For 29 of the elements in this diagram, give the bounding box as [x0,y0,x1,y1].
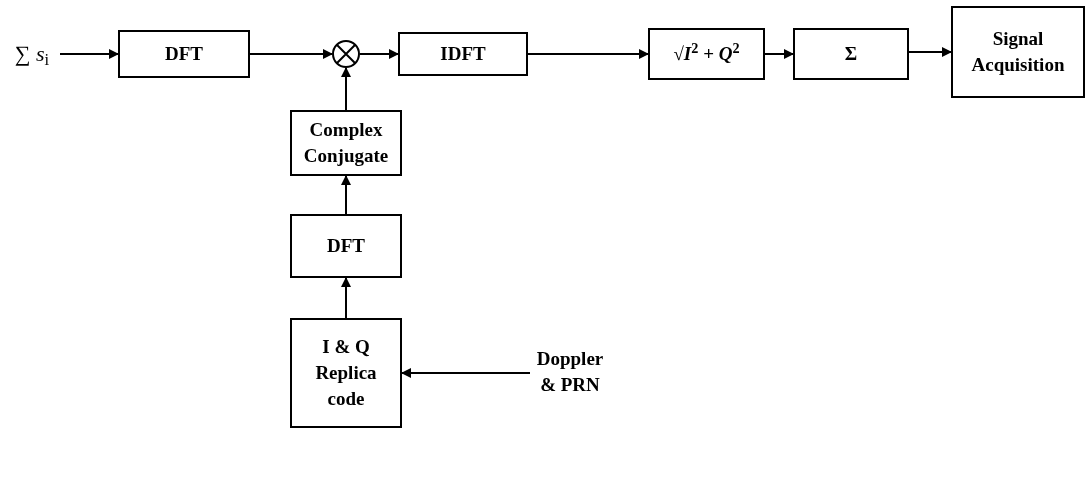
process-box [290,110,402,176]
arrow [908,47,952,57]
node-text: IDFT [440,41,486,66]
node-text: DFT [327,233,365,258]
arrow [341,67,351,111]
process-box [290,318,402,428]
arrow [341,175,351,215]
process-box [951,6,1085,98]
node-text: I & Q Replica code [314,334,378,412]
arrow [527,49,649,59]
node-text: Signal Acquisition [970,26,1066,77]
arrow [401,368,531,378]
arrow [59,49,119,59]
arrow [249,49,333,59]
arrow [764,49,794,59]
process-box [118,30,250,78]
process-box [290,214,402,278]
node-text: DFT [165,41,203,66]
multiplier-circle [332,40,360,68]
arrow [341,277,351,319]
node-text: Complex Conjugate [302,117,390,168]
process-box [648,28,765,80]
process-box [398,32,528,76]
arrow [359,49,399,59]
node-text: Doppler & PRN [535,346,605,397]
node-text: Σ [844,41,858,66]
node-text: ∑ s$_{i}$ [14,40,50,68]
node-text: √I$^{2}$ + Q$^{2}$ [673,40,740,66]
process-box [793,28,909,80]
